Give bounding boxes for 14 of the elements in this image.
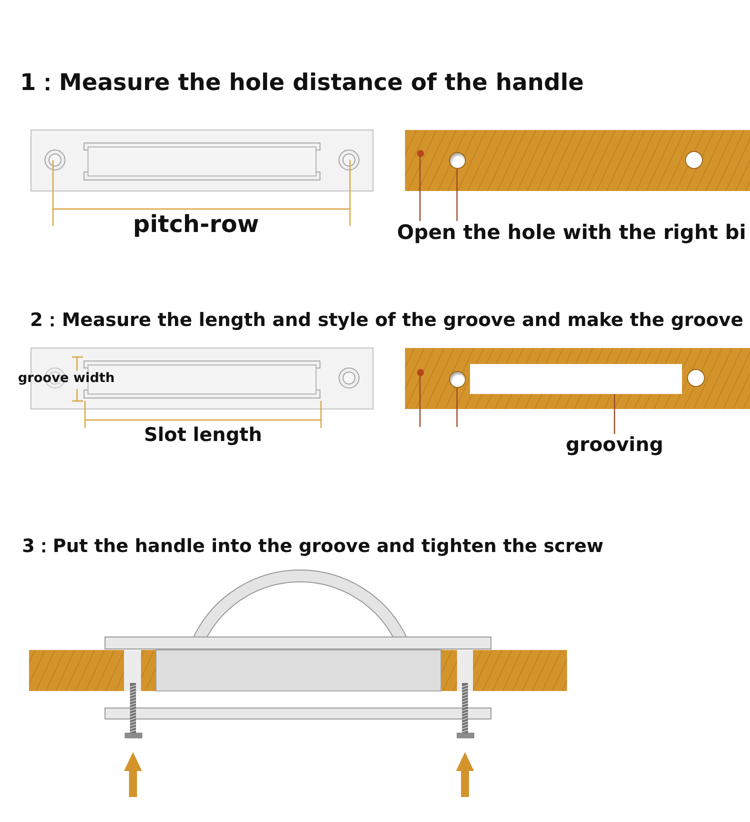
leader-line (419, 376, 421, 427)
leader-line (614, 394, 616, 434)
dimension-label: Slot length (144, 425, 262, 447)
step-heading: 2：Measure the length and style of the groove and make the groove (30, 310, 744, 332)
step-heading: 3：Put the handle into the groove and tighten the screw (22, 536, 604, 558)
leader-line (456, 168, 458, 221)
callout-text: Open the hole with the right bi (397, 221, 746, 244)
step-heading: 1：Measure the hole distance of the handle (20, 70, 584, 96)
leader-line (456, 388, 458, 427)
groove-slot (470, 364, 682, 394)
dimension-label: groove width (18, 372, 115, 387)
callout-label: grooving (566, 434, 664, 456)
dimension-label: pitch-row (133, 211, 259, 238)
leader-line (419, 156, 421, 221)
